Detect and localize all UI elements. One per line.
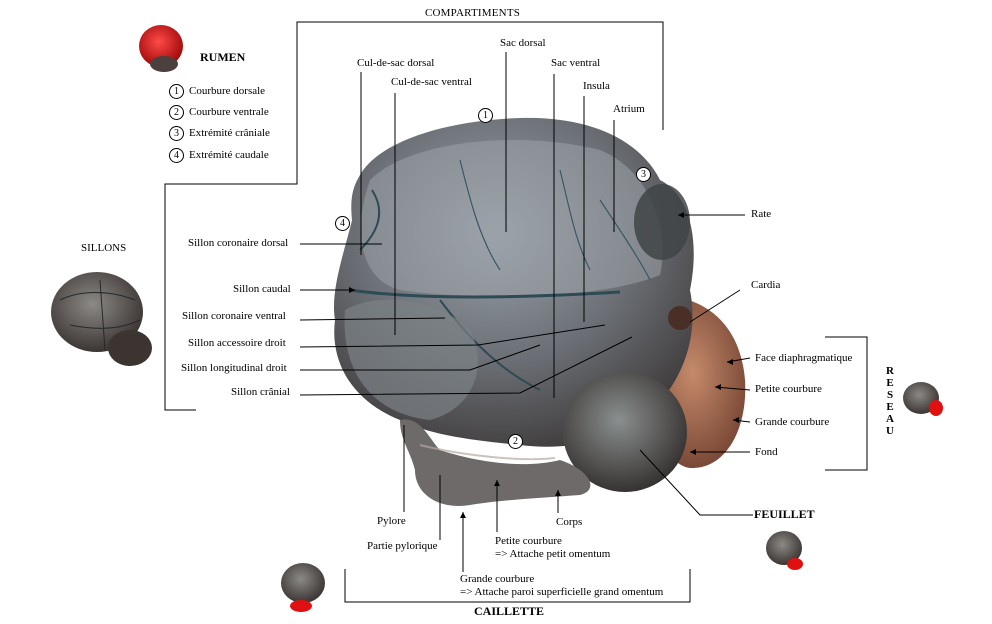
stomach-specimen: [333, 117, 746, 506]
label-attache-petit-omentum: => Attache petit omentum: [495, 548, 611, 560]
marker-4: 4: [169, 148, 184, 163]
legend-item: 4 Extrémité caudale: [169, 148, 269, 163]
leader-lines: [299, 52, 753, 572]
sillons-title: SILLONS: [81, 242, 127, 254]
rumen-title: RUMEN: [200, 50, 246, 64]
feuillet-label: FEUILLET: [754, 507, 815, 521]
sillons-thumbnail: [51, 272, 152, 366]
label-sillon-coronaire-ventral: Sillon coronaire ventral: [182, 310, 286, 322]
marker-1-on-image: 1: [478, 108, 493, 123]
label-pylore: Pylore: [377, 515, 406, 527]
legend-text: Extrémité crâniale: [189, 127, 270, 140]
compartments-title: COMPARTIMENTS: [425, 7, 521, 19]
marker-3-on-image: 3: [636, 167, 651, 182]
label-petite-courbure-reseau: Petite courbure: [755, 383, 822, 395]
legend-text: Courbure dorsale: [189, 85, 266, 98]
marker-1: 1: [169, 84, 184, 99]
label-sac-ventral: Sac ventral: [551, 57, 601, 69]
legend-text: Courbure ventrale: [189, 106, 269, 119]
label-sac-dorsal: Sac dorsal: [500, 37, 546, 49]
label-sillon-cranial: Sillon crânial: [231, 386, 290, 398]
label-cul-de-sac-dorsal: Cul-de-sac dorsal: [357, 57, 435, 69]
label-sillon-accessoire-droit: Sillon accessoire droit: [188, 337, 286, 349]
reseau-title: RESEAU: [886, 365, 894, 437]
label-corps: Corps: [556, 516, 583, 528]
marker-3: 3: [169, 126, 184, 141]
marker-2: 2: [169, 105, 184, 120]
label-fond: Fond: [755, 446, 778, 458]
label-sillon-coronaire-dorsal: Sillon coronaire dorsal: [188, 237, 289, 249]
label-cardia: Cardia: [751, 279, 781, 291]
legend-item: 2 Courbure ventrale: [169, 105, 269, 120]
label-petite-courbure-caillette: Petite courbure: [495, 535, 562, 547]
marker-4-on-image: 4: [335, 216, 350, 231]
label-rate: Rate: [751, 208, 772, 220]
reseau-thumbnail: [903, 382, 943, 416]
label-insula: Insula: [583, 80, 610, 92]
label-sillon-longitudinal-droit: Sillon longitudinal droit: [181, 362, 287, 374]
marker-2-on-image: 2: [508, 434, 523, 449]
legend-item: 3 Extrémité crâniale: [169, 126, 270, 141]
compartments-bracket: [164, 21, 868, 603]
feuillet-thumbnail: [766, 531, 803, 570]
arrow-heads: [349, 212, 739, 518]
label-face-diaphragmatique: Face diaphragmatique: [755, 352, 853, 364]
label-grande-courbure-reseau: Grande courbure: [755, 416, 830, 428]
legend-text: Extrémité caudale: [189, 149, 269, 162]
label-partie-pylorique: Partie pylorique: [367, 540, 438, 552]
label-attache-grand-omentum: => Attache paroi superficielle grand ome…: [460, 586, 664, 598]
label-grande-courbure-caillette: Grande courbure: [460, 573, 535, 585]
legend-item: 1 Courbure dorsale: [169, 84, 265, 99]
caillette-title: CAILLETTE: [474, 604, 545, 618]
label-sillon-caudal: Sillon caudal: [233, 283, 291, 295]
rumen-thumbnail: [139, 25, 183, 72]
label-atrium: Atrium: [613, 103, 645, 115]
label-cul-de-sac-ventral: Cul-de-sac ventral: [391, 76, 472, 88]
caillette-thumbnail: [281, 563, 325, 612]
